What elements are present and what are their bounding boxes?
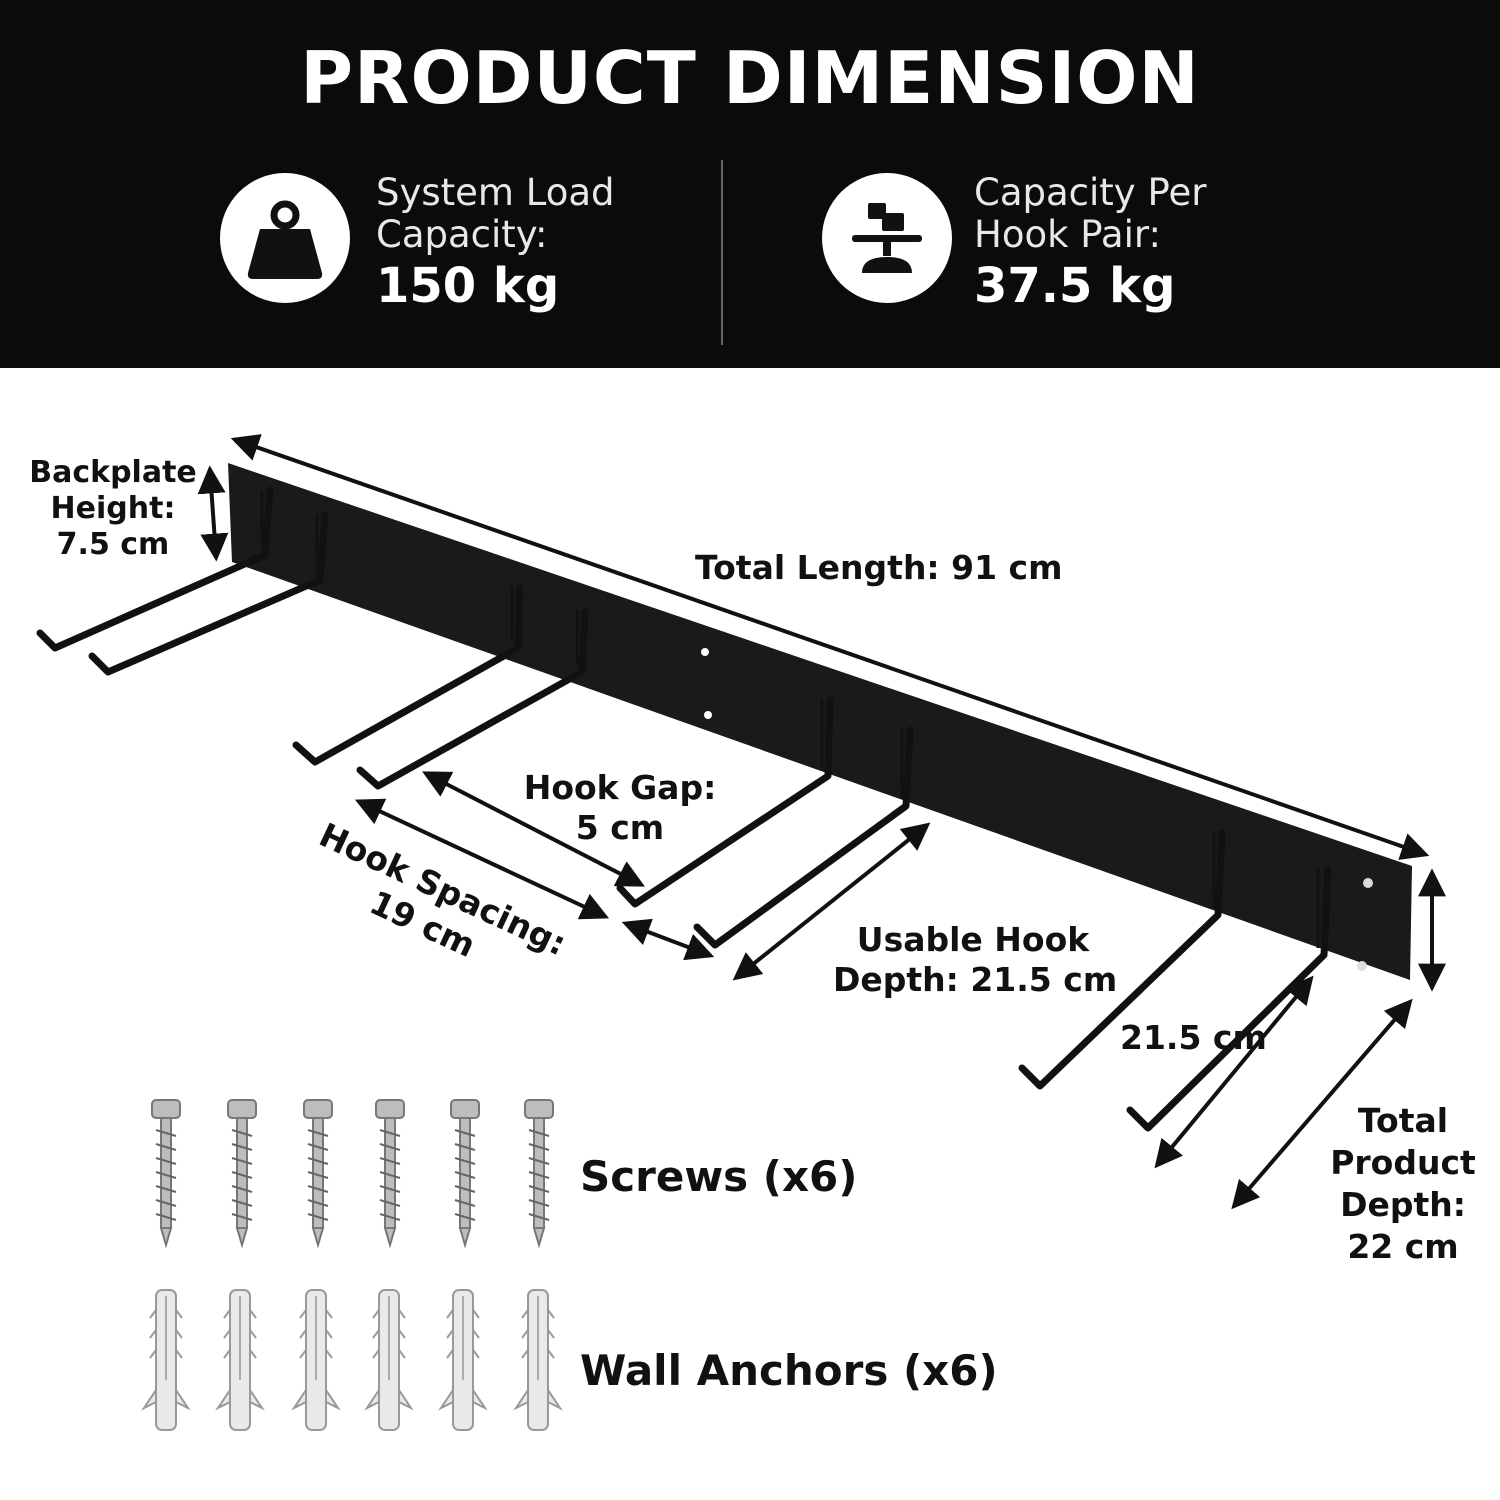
usable-depth-arrow	[732, 822, 931, 981]
stat-divider	[721, 160, 723, 345]
hook-pair-capacity-label: Capacity Per Hook Pair:	[974, 171, 1207, 256]
anchors-group	[141, 1289, 563, 1431]
hook-spacing-arrow	[354, 798, 610, 920]
usable-hook-depth-label: Usable Hook Depth: 21.5 cm	[833, 920, 1118, 999]
backplate-height-arrow	[197, 465, 229, 562]
hook-depth-arrow	[1154, 975, 1314, 1169]
rack-diagram	[36, 434, 1446, 1431]
weight-icon	[220, 173, 350, 303]
stacked-weight-icon	[822, 173, 952, 303]
total-length-arrow	[230, 434, 1430, 860]
header-banner: PRODUCT DIMENSION System Load Capacity: …	[0, 0, 1500, 368]
hook-gap-label: Hook Gap: 5 cm	[523, 768, 717, 847]
hook-pair-capacity-value: 37.5 kg	[974, 258, 1176, 314]
page-title: PRODUCT DIMENSION	[300, 36, 1200, 120]
system-load-label: System Load Capacity:	[376, 171, 615, 256]
screws-label: Screws (x6)	[580, 1152, 858, 1201]
pair-gap-arrow	[621, 918, 715, 961]
total-length-label: Total Length: 91 cm	[695, 548, 1063, 587]
total-depth-arrow	[1231, 998, 1413, 1210]
total-product-depth-label: Total Product Depth: 22 cm	[1330, 1101, 1476, 1266]
system-load-value: 150 kg	[376, 258, 560, 314]
hook-depth-label: 21.5 cm	[1120, 1018, 1267, 1057]
screws-group	[151, 1099, 554, 1249]
wall-anchors-label: Wall Anchors (x6)	[580, 1346, 998, 1395]
hook	[1018, 829, 1226, 1090]
backplate-height-label: Backplate Height: 7.5 cm	[29, 455, 197, 562]
